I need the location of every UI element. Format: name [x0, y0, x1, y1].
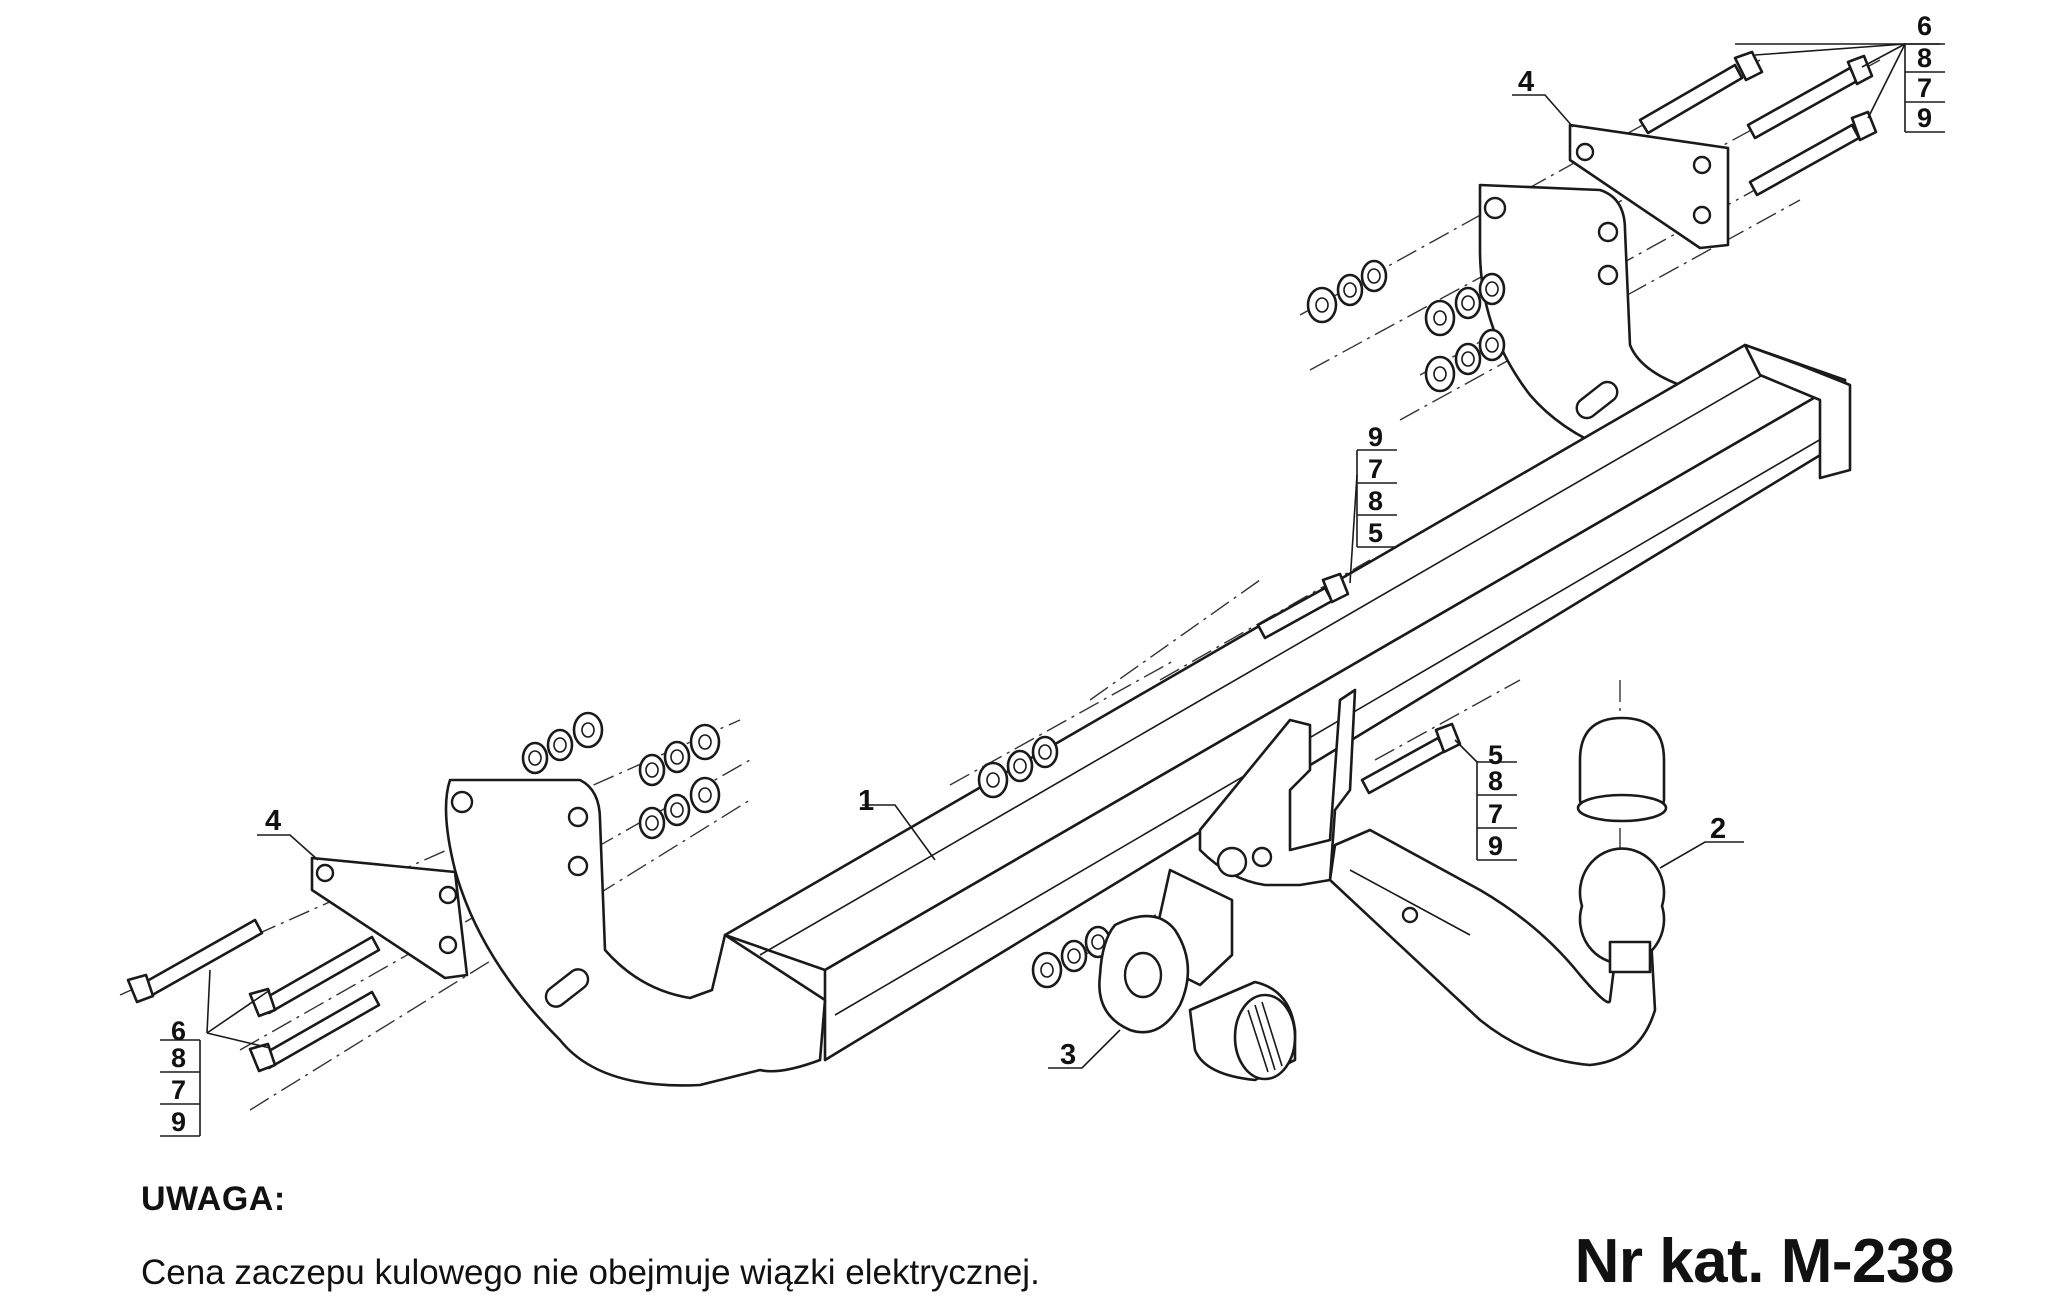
stack-middle: 9 7 8 5 — [1356, 422, 1397, 548]
stack-item: 9 — [1368, 422, 1383, 452]
stack-item: 9 — [171, 1107, 186, 1137]
stack-item: 5 — [1368, 518, 1383, 548]
callout-numbers: 1 2 3 4 4 — [265, 66, 1726, 1071]
stack-item: 7 — [1917, 73, 1932, 103]
note-title: UWAGA: — [141, 1180, 286, 1218]
stack-bottom-left: 6 8 7 9 — [160, 1016, 201, 1137]
bracket-plate-right — [1568, 123, 1730, 250]
catalog-number: Nr kat. M-238 — [1574, 1227, 1955, 1296]
callout-4-left: 4 — [265, 805, 281, 837]
stack-item: 9 — [1917, 103, 1932, 133]
socket-plate-part-3 — [1098, 868, 1297, 1082]
stack-top-right: 6 8 7 9 — [1904, 11, 1945, 133]
ball-neck-part-2 — [1328, 716, 1668, 1067]
crossbar-part-1 — [444, 183, 1852, 1087]
stack-item: 6 — [171, 1016, 186, 1046]
stack-item: 8 — [1368, 486, 1383, 516]
stack-item: 9 — [1488, 831, 1503, 861]
callout-4-right: 4 — [1518, 66, 1534, 98]
stack-right: 5 8 7 9 — [1476, 740, 1517, 861]
stack-item: 5 — [1488, 740, 1503, 770]
callout-1: 1 — [858, 785, 874, 817]
callout-3: 3 — [1060, 1039, 1076, 1071]
callout-2: 2 — [1710, 813, 1726, 845]
stack-item: 7 — [1488, 799, 1503, 829]
stack-item: 8 — [171, 1043, 186, 1073]
stack-item: 7 — [171, 1075, 186, 1105]
note-text: Cena zaczepu kulowego nie obejmuje wiązk… — [141, 1253, 1040, 1292]
bolts — [126, 50, 1878, 1073]
stack-item: 8 — [1917, 43, 1932, 73]
bracket-plate-left — [310, 856, 469, 980]
stack-item: 8 — [1488, 766, 1503, 796]
stack-item: 7 — [1368, 454, 1383, 484]
stack-item: 6 — [1917, 11, 1932, 41]
nuts-and-washers — [521, 259, 1506, 989]
